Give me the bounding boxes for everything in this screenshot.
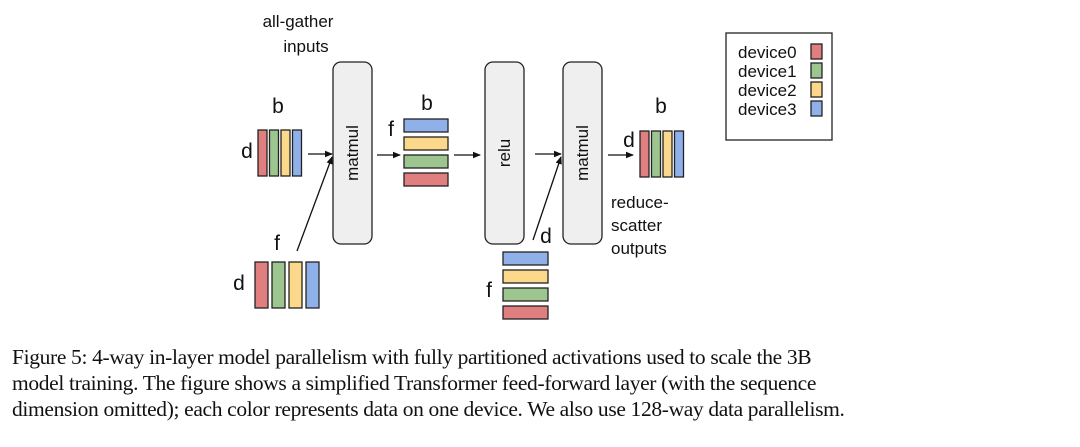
output-tensor-device1-stripe: [650, 130, 662, 178]
weight2-tensor: [502, 251, 549, 320]
caption-line-1: Figure 5: 4-way in-layer model paralleli…: [12, 345, 812, 369]
weight2-d-label: d: [540, 225, 552, 248]
input-tensor-device0-stripe: [257, 129, 268, 177]
input-tensor: [257, 129, 303, 177]
input-tensor-device2-stripe: [280, 129, 291, 177]
legend-swatch-device1: [810, 62, 823, 79]
input-b-label: b: [272, 95, 284, 118]
input-tensor-device1-stripe: [268, 129, 280, 177]
output-tensor-device3-stripe: [673, 130, 685, 178]
reduce-scatter-label-3: outputs: [611, 239, 667, 258]
legend-swatch-device0: [810, 43, 823, 60]
output-tensor-device2-stripe: [662, 130, 673, 178]
legend-label-device2: device2: [738, 81, 797, 100]
output-b-label: b: [655, 95, 667, 118]
weight2-tensor-device2-stripe: [502, 269, 549, 284]
weight1-d-label: d: [233, 272, 245, 295]
hidden-f-label: f: [388, 118, 394, 141]
weight1-tensor: [254, 261, 320, 309]
matmul1-box: [332, 61, 373, 245]
weight1-tensor-device1-stripe: [271, 261, 286, 309]
matmul2-label: matmul: [573, 125, 592, 181]
weight1-tensor-device0-stripe: [254, 261, 269, 309]
legend-swatch-device2: [810, 81, 823, 98]
weight2-tensor-device3-stripe: [502, 251, 549, 266]
legend-label-device3: device3: [738, 100, 797, 119]
relu-box: [484, 61, 525, 245]
hidden-tensor-device1-stripe: [403, 154, 449, 169]
all-gather-label-2: inputs: [283, 37, 328, 56]
caption-line-3: dimension omitted); each color represent…: [12, 397, 845, 421]
relu-label: relu: [495, 139, 514, 167]
figure-caption: Figure 5: 4-way in-layer model paralleli…: [12, 344, 1072, 422]
reduce-scatter-label: reduce-: [611, 193, 669, 212]
parallelism-diagram: all-gather inputs b d f d matmul b f rel…: [233, 12, 833, 320]
legend-label-device0: device0: [738, 43, 797, 62]
output-tensor-device0-stripe: [639, 130, 650, 178]
matmul2-box: [562, 61, 603, 245]
all-gather-label: all-gather: [263, 12, 334, 31]
input-tensor-device3-stripe: [291, 129, 303, 177]
weight1-f-label: f: [274, 232, 280, 255]
weight2-tensor-device1-stripe: [502, 287, 549, 302]
output-tensor: [639, 130, 685, 178]
caption-line-2: model training. The figure shows a simpl…: [12, 371, 817, 395]
matmul1-label: matmul: [343, 125, 362, 181]
weight2-tensor-device0-stripe: [502, 305, 549, 320]
hidden-tensor-device3-stripe: [403, 118, 449, 133]
arrow-weight1-to-matmul1: [296, 156, 333, 252]
weight1-tensor-device2-stripe: [288, 261, 303, 309]
hidden-tensor-device2-stripe: [403, 136, 449, 151]
output-d-label: d: [623, 129, 635, 152]
weight1-tensor-device3-stripe: [305, 261, 320, 309]
reduce-scatter-label-2: scatter: [611, 216, 662, 235]
legend-label-device1: device1: [738, 62, 797, 81]
hidden-b-label: b: [421, 92, 433, 115]
weight2-f-label: f: [486, 279, 492, 302]
input-d-label: d: [241, 140, 253, 163]
arrow-weight2-to-matmul2: [532, 156, 562, 241]
legend-swatch-device3: [810, 100, 823, 117]
hidden-tensor-device0-stripe: [403, 172, 449, 187]
hidden-tensor: [403, 118, 449, 187]
